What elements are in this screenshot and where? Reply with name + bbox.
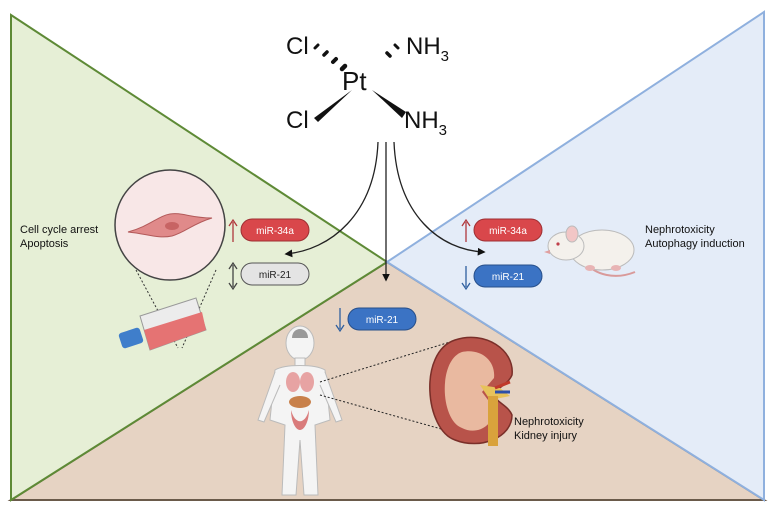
wedge-bond-left (314, 90, 352, 122)
animal-mir21-indicator: miR-21 (461, 264, 543, 291)
svg-text:miR-21: miR-21 (492, 272, 525, 283)
svg-text:miR-21: miR-21 (259, 270, 292, 281)
animal-mir34a-pill (473, 218, 543, 242)
flow-arrows (284, 141, 486, 282)
wedge-bond-right (372, 90, 406, 118)
hashed-bond-right (385, 43, 400, 58)
zoom-line-top (319, 341, 451, 383)
animal-outcome-line1: Nephrotoxicity (645, 224, 715, 236)
animal-outcome-line2: Autophagy induction (645, 238, 745, 250)
human-outcome-line1: Nephrotoxicity (514, 416, 584, 428)
kidney-illustration (429, 336, 513, 446)
ligand-cl-bottom: Cl (286, 107, 309, 134)
svg-text:miR-21: miR-21 (366, 315, 399, 326)
svg-text:miR-34a: miR-34a (256, 226, 294, 237)
human-outcome-line2: Kidney injury (514, 430, 577, 442)
ligand-nh3-top: NH3 (406, 33, 449, 65)
ligand-cl-top: Cl (286, 33, 309, 60)
cell-mir34a-pill (240, 218, 310, 242)
svg-text:miR-34a: miR-34a (489, 226, 527, 237)
cell-mir34a-indicator: miR-34a (228, 218, 310, 242)
cell-mir21-indicator: miR-21 (228, 261, 310, 291)
culture-flask-icon (118, 297, 207, 351)
animal-mir21-pill (473, 264, 543, 288)
cell-culture-illustration (114, 169, 226, 351)
human-mir21-pill (347, 307, 417, 331)
arrow-to-animal (393, 141, 486, 256)
human-body-illustration (257, 325, 343, 496)
arrow-to-cell (284, 141, 379, 258)
ligand-nh3-bottom: NH3 (404, 107, 447, 139)
hashed-bond-left (313, 43, 348, 72)
human-mir21-indicator: miR-21 (335, 307, 417, 333)
cell-mir21-pill (240, 262, 310, 286)
cell-outcome-line2: Apoptosis (20, 238, 69, 250)
center-atom: Pt (342, 66, 367, 96)
cisplatin-structure: Pt Cl NH3 Cl NH3 (286, 33, 449, 139)
animal-mir34a-indicator: miR-34a (461, 218, 543, 242)
rat-illustration (544, 225, 636, 277)
zoom-line-bottom (319, 394, 453, 433)
cell-outcome-line1: Cell cycle arrest (20, 224, 98, 236)
